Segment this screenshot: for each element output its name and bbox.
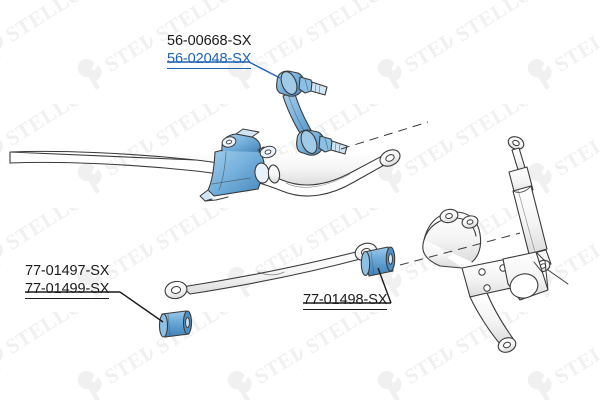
label-text: 77-01498-SX <box>303 292 388 310</box>
part-wheel-knuckle <box>422 208 549 353</box>
label-77-01499-sx[interactable]: 77-01499-SX <box>25 281 109 299</box>
part-bushing-lower-left <box>158 310 193 338</box>
label-77-01497-sx[interactable]: 77-01497-SX <box>25 263 109 281</box>
part-axle-beam-bracket <box>199 128 281 202</box>
part-bushing-trailing-arm <box>360 246 396 277</box>
label-56-02048-sx[interactable]: 56-02048-SX <box>167 51 251 69</box>
label-text: 56-02048-SX <box>167 51 252 69</box>
label-text: 56-00668-SX <box>167 33 252 49</box>
label-77-01498-sx[interactable]: 77-01498-SX <box>303 292 387 310</box>
assembly-dash-upper <box>340 121 429 150</box>
label-text: 77-01497-SX <box>25 263 110 279</box>
part-stabilizer-link <box>276 70 348 156</box>
assembly-dash-lower <box>399 232 521 266</box>
label-56-00668-sx[interactable]: 56-00668-SX <box>167 33 251 51</box>
label-text: 77-01499-SX <box>25 281 110 299</box>
part-shock-absorber <box>507 136 569 285</box>
